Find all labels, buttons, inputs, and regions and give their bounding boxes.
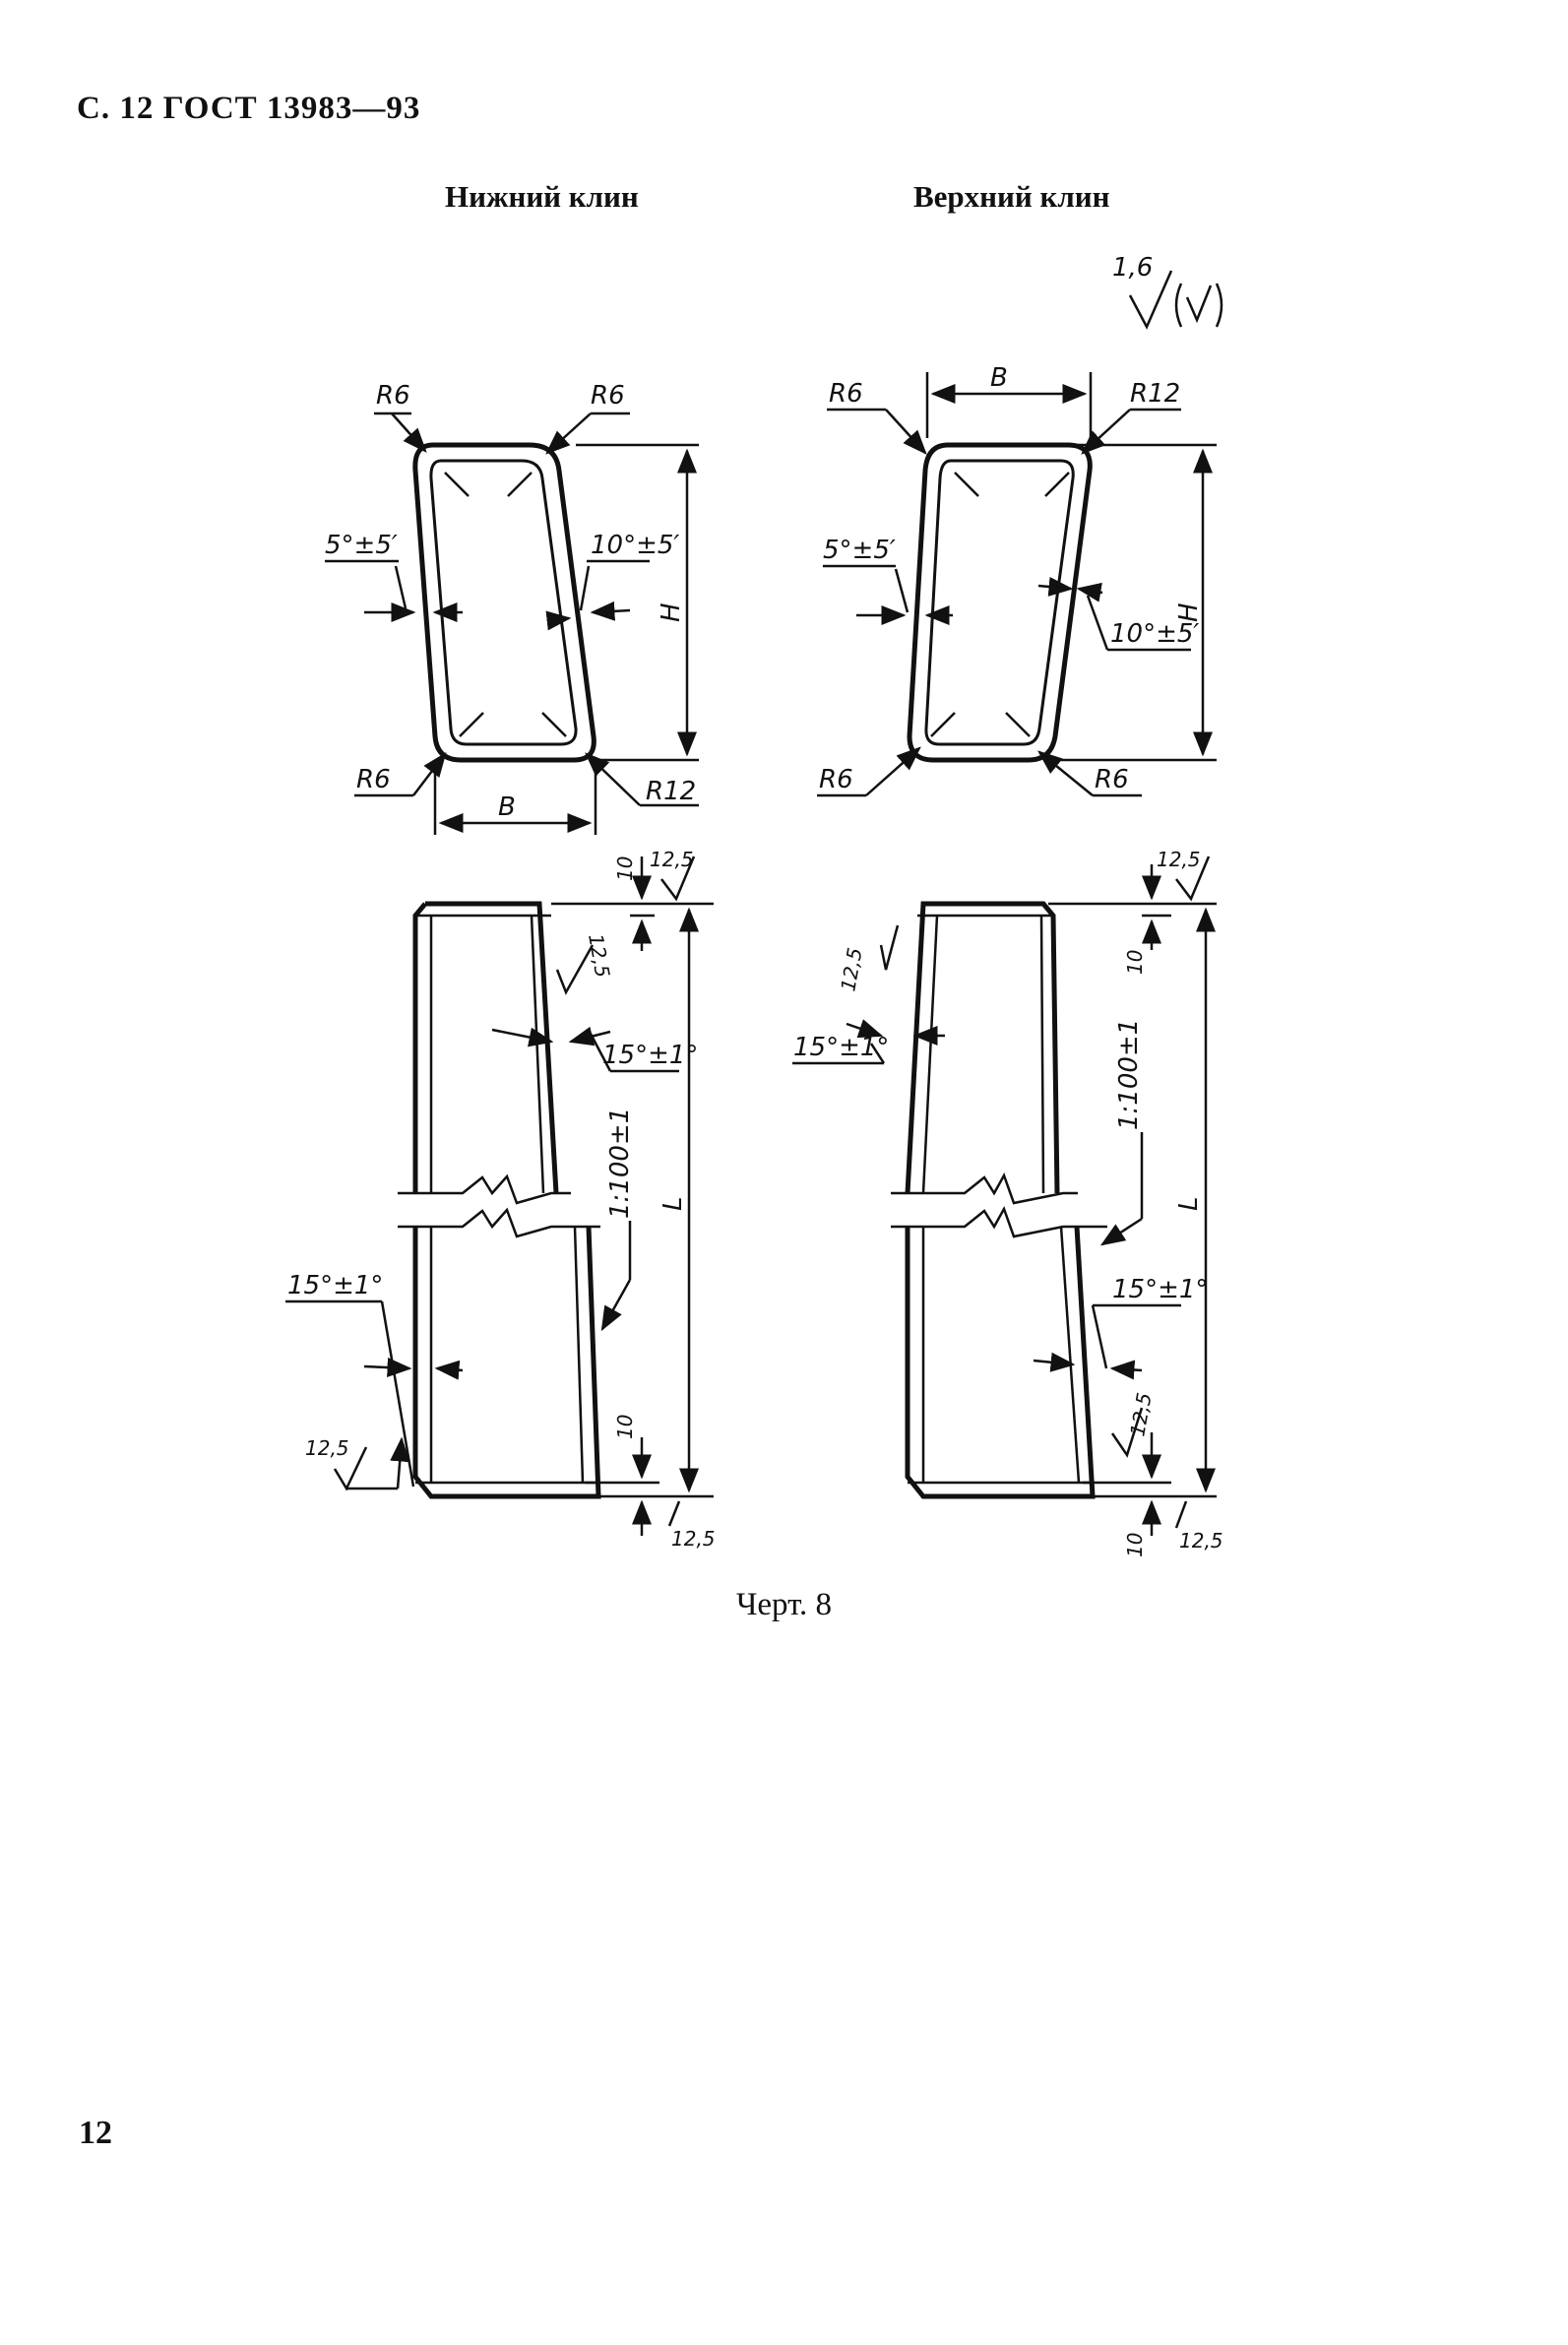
- label-10-upper-top: 10: [1123, 950, 1147, 975]
- label-r12-upper-tr: R12: [1130, 379, 1180, 409]
- label-taper-lower: 1:100±1: [605, 1108, 635, 1219]
- label-r6-lower-tr: R6: [591, 381, 625, 411]
- page-number: 12: [79, 2115, 112, 2151]
- label-rough-upper-top: 12,5: [1157, 848, 1201, 871]
- label-rough-upper-bottom-slope: 12,5: [1125, 1391, 1156, 1438]
- figure-label: Черт. 8: [735, 1587, 833, 1622]
- label-angle-10-lower: 10°±5′: [591, 531, 679, 560]
- label-l-lower: L: [659, 1197, 688, 1212]
- label-angle-15-upper-bottom: 15°±1°: [1112, 1275, 1208, 1304]
- label-h-lower: H: [657, 602, 686, 622]
- upper-wedge-section: [907, 442, 1093, 763]
- label-angle-15-lower-top: 15°±1°: [602, 1041, 698, 1070]
- label-r6-upper-bl: R6: [819, 765, 853, 794]
- label-r6-upper-tl: R6: [829, 379, 863, 409]
- label-rough-lower-bottom-left: 12,5: [305, 1436, 349, 1460]
- roughness-symbol-general: [1128, 270, 1223, 330]
- label-rough-upper-slope: 12,5: [836, 946, 866, 993]
- label-b-lower: B: [498, 792, 516, 822]
- label-10-lower-top: 10: [613, 856, 637, 881]
- label-rough-lower-slope: 12,5: [584, 932, 614, 980]
- label-rough-lower-top: 12,5: [650, 848, 694, 871]
- label-r6-lower-tl: R6: [376, 381, 410, 411]
- label-10-lower-bottom: 10: [613, 1415, 637, 1439]
- label-angle-5-lower: 5°±5′: [325, 531, 398, 560]
- label-10-upper-bottom: 10: [1123, 1533, 1147, 1557]
- label-r12-lower-br: R12: [646, 777, 696, 806]
- upper-wedge-side-view: [891, 901, 1107, 1499]
- label-rough-lower-bottom-right: 12,5: [671, 1527, 716, 1551]
- label-angle-10-upper: 10°±5′: [1110, 619, 1199, 649]
- label-l-upper: L: [1174, 1197, 1204, 1212]
- label-rough-upper-bottom-right: 12,5: [1179, 1529, 1223, 1553]
- page-header: С. 12 ГОСТ 13983—93: [77, 91, 421, 126]
- label-h-upper: H: [1174, 602, 1204, 622]
- caption-upper-wedge: Верхний клин: [913, 179, 1110, 214]
- label-angle-15-upper-top: 15°±1°: [793, 1033, 889, 1062]
- label-angle-5-upper: 5°±5′: [823, 536, 896, 565]
- label-r6-lower-bl: R6: [356, 765, 391, 794]
- lower-wedge-side-view: [398, 901, 601, 1499]
- label-b-upper: B: [990, 363, 1008, 393]
- label-r6-upper-br: R6: [1095, 765, 1129, 794]
- caption-lower-wedge: Нижний клин: [445, 179, 639, 214]
- label-taper-upper: 1:100±1: [1114, 1019, 1144, 1130]
- label-angle-15-lower-bottom: 15°±1°: [287, 1271, 383, 1300]
- roughness-value-general: 1,6: [1112, 253, 1153, 283]
- lower-wedge-section: [412, 442, 596, 763]
